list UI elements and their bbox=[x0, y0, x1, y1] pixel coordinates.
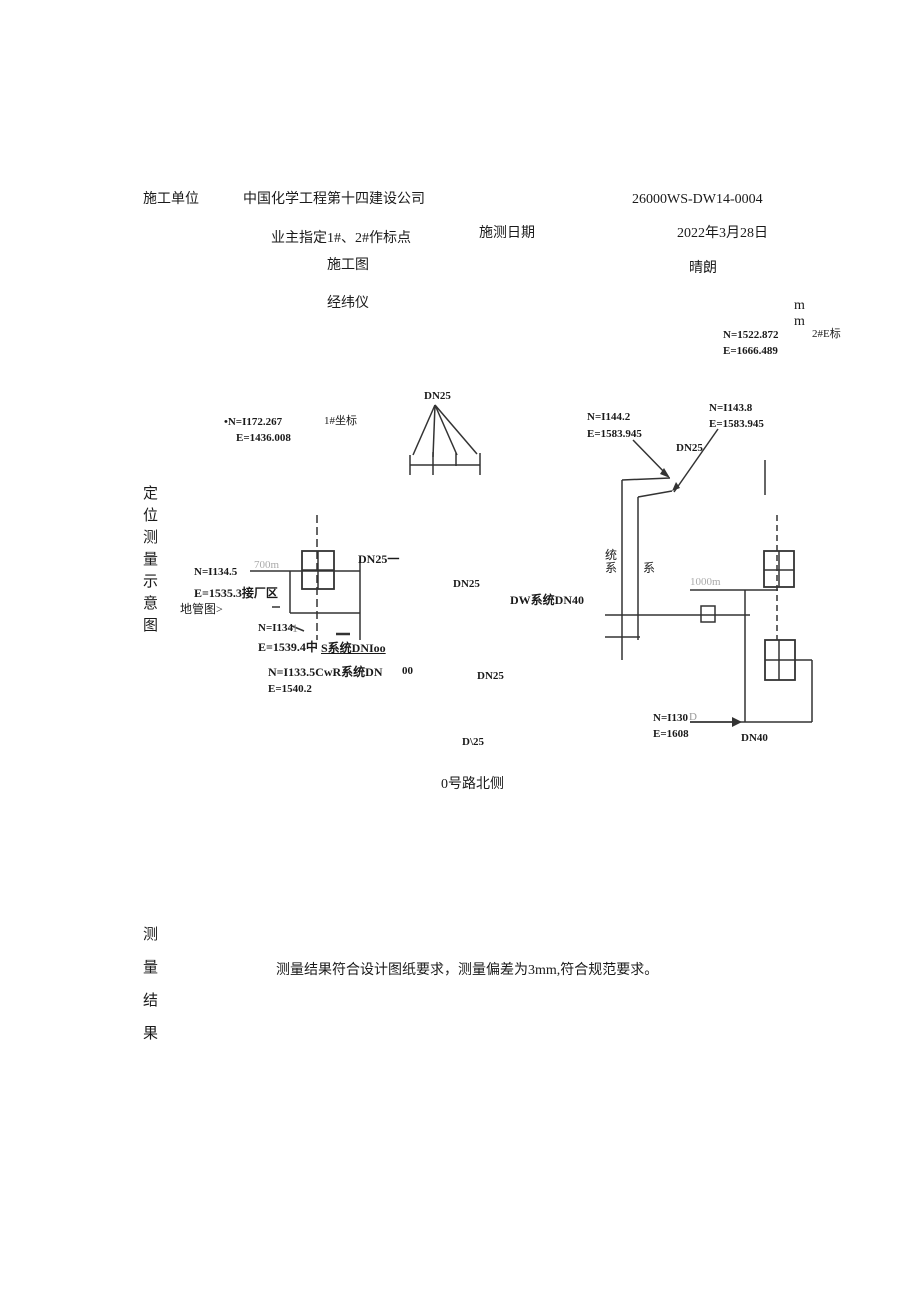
north-1345: N=I134.5 bbox=[194, 566, 238, 578]
pt2-east: E=1666.489 bbox=[723, 345, 778, 357]
result-label-char: 结 bbox=[143, 993, 159, 1009]
dn25-mid-label: DN25 bbox=[453, 578, 480, 590]
east-15394: E=1539.4中 bbox=[258, 640, 318, 654]
east-1608: E=1608 bbox=[653, 728, 689, 740]
dn25-low-label: DN25 bbox=[477, 670, 504, 682]
d25-label: D\25 bbox=[462, 736, 484, 748]
document-number: 26000WS-DW14-0004 bbox=[632, 192, 763, 207]
system-char-tong: 统 bbox=[605, 548, 618, 562]
pt2-north: N=1522.872 bbox=[723, 329, 779, 341]
layout-label-char: 位 bbox=[143, 508, 159, 524]
layout-label-char: 定 bbox=[143, 486, 159, 502]
survey-date-label: 施测日期 bbox=[479, 226, 535, 241]
layout-label-char: 意 bbox=[143, 596, 159, 612]
arrowheads bbox=[660, 468, 742, 727]
faint-dim-700: 700m bbox=[254, 559, 280, 571]
layout-label-char: 测 bbox=[143, 530, 159, 546]
s-system-label: S系统DNIoo bbox=[321, 641, 386, 655]
pt1-east: E=1436.008 bbox=[236, 432, 291, 444]
north-134: N=I134 bbox=[258, 622, 293, 634]
reference-points: 业主指定1#、2#作标点 bbox=[271, 231, 411, 246]
right-pipe-layout bbox=[605, 460, 813, 723]
layout-label-char: 量 bbox=[143, 552, 159, 568]
system-char-xi-b: 系 bbox=[643, 561, 656, 575]
dn25-top-label: DN25 bbox=[424, 390, 451, 402]
layout-label-char: 图 bbox=[143, 618, 159, 634]
north-130-tail: D bbox=[689, 711, 697, 723]
dn40-label: DN40 bbox=[741, 732, 768, 744]
layout-section-label: 定 位 测 量 示 意 图 bbox=[143, 487, 159, 634]
east-15402: E=1540.2 bbox=[268, 683, 312, 695]
north-130: N=I130 bbox=[653, 712, 688, 724]
north-1442: N=I144.2 bbox=[587, 411, 631, 423]
pt2-tag: 2#E标 bbox=[812, 328, 841, 340]
north-1438: N=I143.8 bbox=[709, 402, 753, 414]
unit-m-1: m bbox=[794, 298, 805, 313]
top-branch-fan bbox=[409, 404, 481, 475]
dn25-yi-label: DN25一 bbox=[358, 552, 400, 566]
survey-date-value: 2022年3月28日 bbox=[677, 226, 768, 241]
pt1-north: •N=I172.267 bbox=[224, 416, 283, 428]
north-1335-tail: 00 bbox=[402, 665, 413, 677]
dw-system-label: DW系统DN40 bbox=[510, 593, 584, 607]
result-text: 测量结果符合设计图纸要求，测量偏差为3mm,符合规范要求。 bbox=[276, 963, 659, 978]
east-15839-b: E=1583.945 bbox=[709, 418, 764, 430]
east-15839-a: E=1583.945 bbox=[587, 428, 642, 440]
result-label-char: 量 bbox=[143, 960, 159, 976]
instrument: 经纬仪 bbox=[327, 296, 369, 311]
system-char-xi-a: 系 bbox=[605, 561, 618, 575]
layout-label-char: 示 bbox=[143, 574, 159, 590]
result-label-char: 果 bbox=[143, 1026, 159, 1042]
construction-unit-value: 中国化学工程第十四建设公司 bbox=[243, 192, 425, 207]
pipe-map-ref: 地管图> bbox=[180, 602, 223, 616]
pt1-tag: 1#坐标 bbox=[324, 415, 357, 427]
road-label: 0号路北侧 bbox=[441, 777, 504, 792]
unit-m-2: m bbox=[794, 314, 805, 329]
result-label-char: 测 bbox=[143, 927, 159, 943]
basis-drawing: 施工图 bbox=[327, 258, 369, 273]
left-pipe-layout bbox=[250, 515, 361, 640]
construction-unit-label: 施工单位 bbox=[143, 192, 199, 207]
dn25-right-label: DN25 bbox=[676, 442, 703, 454]
north-1335-cwr: N=I133.5CwR系统DN bbox=[268, 665, 383, 679]
east-15353: E=1535.3接厂区 bbox=[194, 586, 278, 600]
north-134-suffix: ·1 bbox=[288, 621, 298, 635]
faint-dim-1000: 1000m bbox=[690, 576, 721, 588]
leader-arrows bbox=[272, 428, 738, 723]
weather: 晴朗 bbox=[689, 261, 717, 276]
result-section-label: 测 量 结 果 bbox=[143, 928, 159, 1042]
